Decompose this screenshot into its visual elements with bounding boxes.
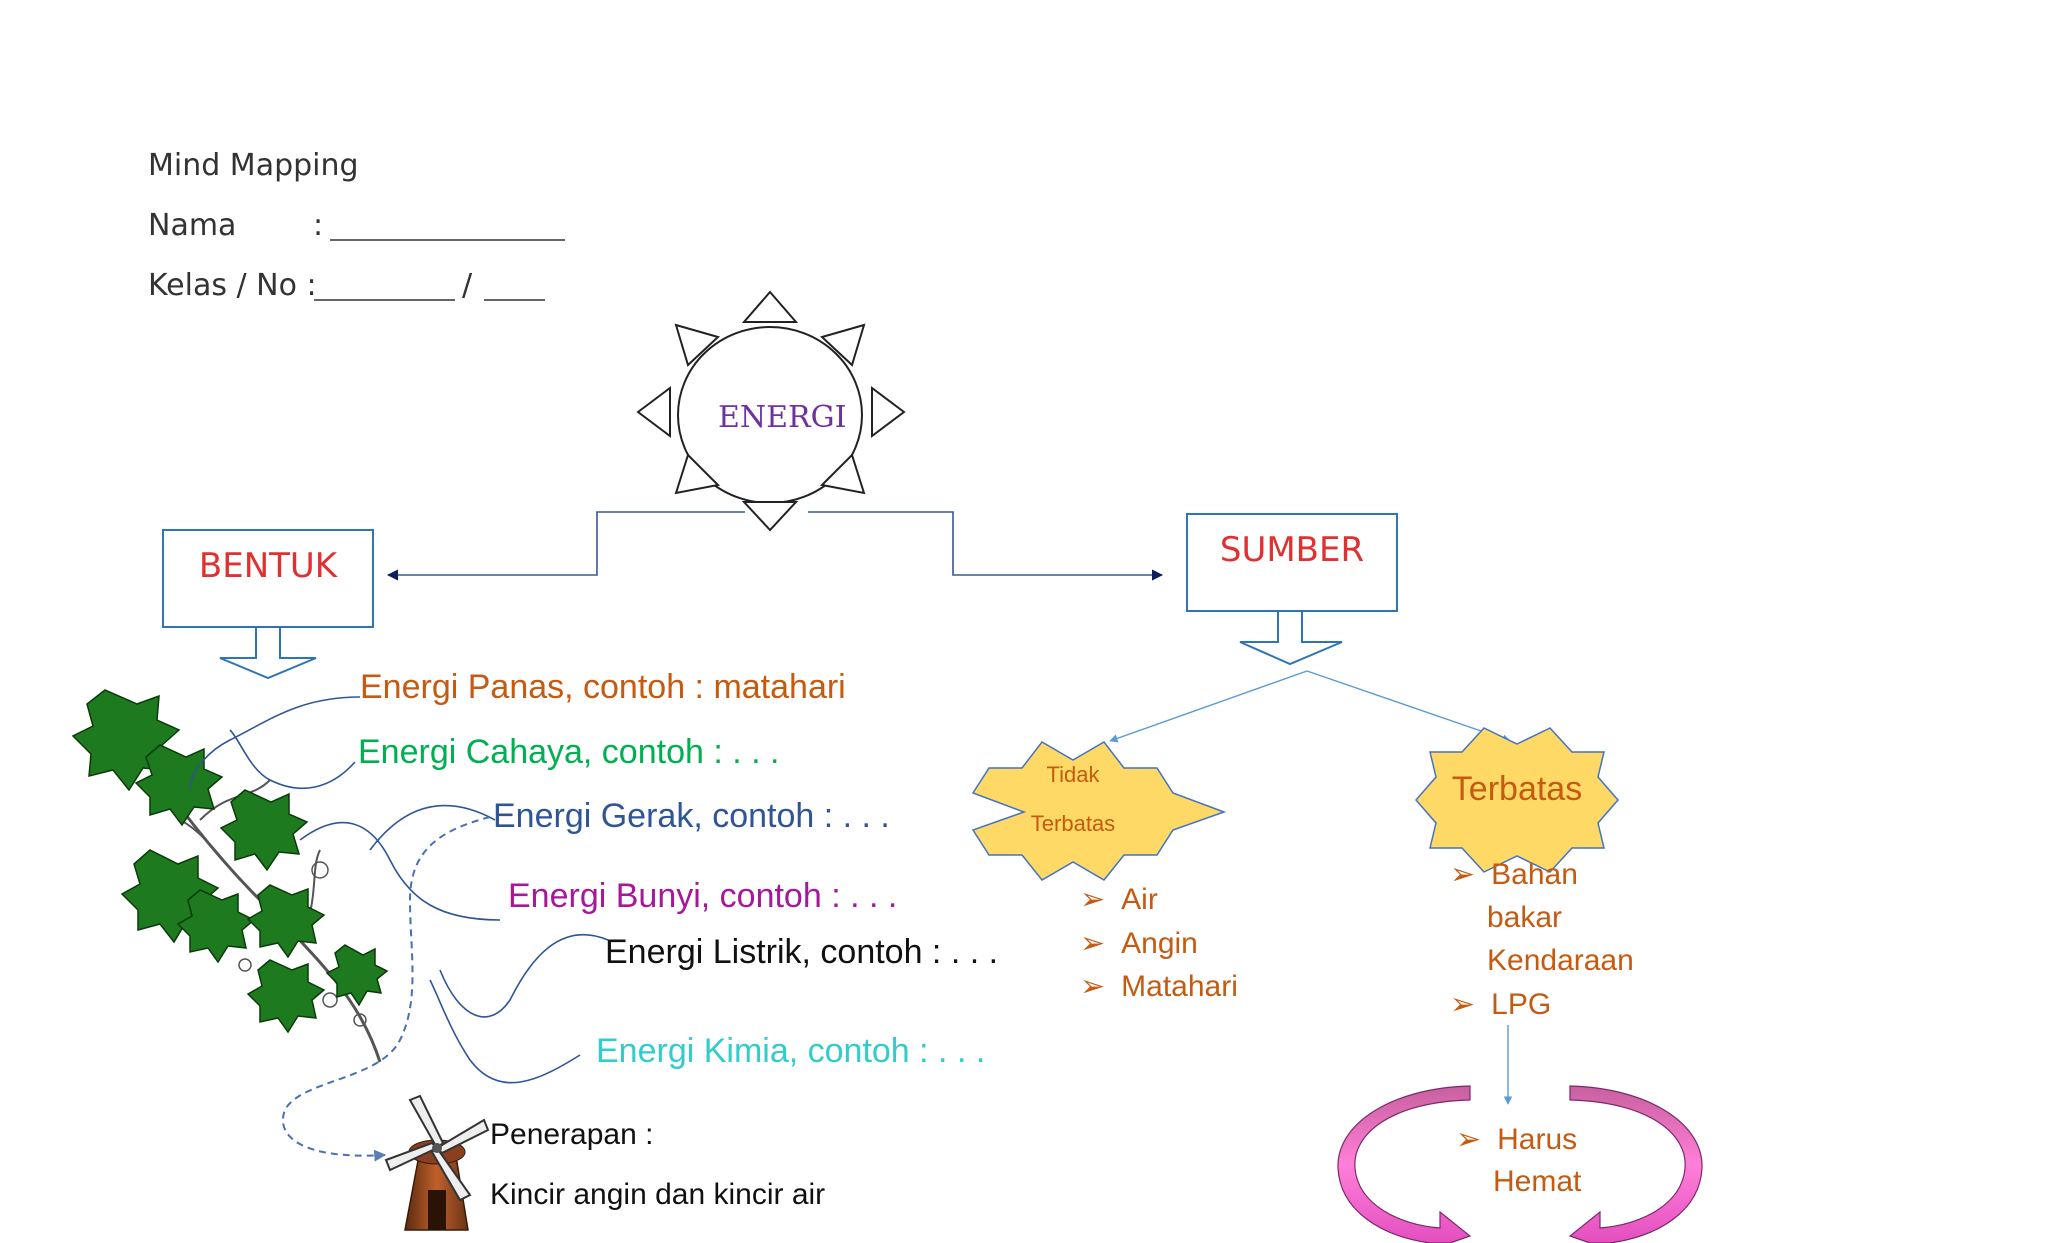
kelas-separator: / (462, 268, 473, 303)
bentuk-item-cahaya: Energi Cahaya, contoh : . . . (358, 733, 780, 771)
harus-label: Harus (1456, 1122, 1577, 1157)
tidak-terbatas-item-angin: Angin (1080, 926, 1198, 961)
kelas-label: Kelas / No : (148, 268, 317, 303)
windmill-icon (384, 1094, 490, 1231)
connector-to-sumber (808, 511, 1164, 581)
terbatas-label: Terbatas (1451, 770, 1583, 808)
bentuk-item-bunyi: Energi Bunyi, contoh : . . . (508, 877, 898, 915)
page-title: Mind Mapping (148, 148, 359, 183)
cycle-arrows (1337, 1085, 1703, 1243)
bentuk-down-arrow (219, 626, 317, 680)
hemat-label: Hemat (1493, 1165, 1582, 1198)
tidak-terbatas-line1: Tidak (1046, 762, 1100, 787)
star-terbatas (1415, 727, 1619, 873)
nama-separator: : (313, 208, 324, 243)
sumber-label: SUMBER (1219, 530, 1365, 570)
center-label: ENERGI (718, 400, 847, 435)
tidak-terbatas-item-air: Air (1080, 882, 1158, 917)
bentuk-item-listrik: Energi Listrik, contoh : . . . (605, 933, 999, 971)
terbatas-item-bahan: Bahan (1450, 857, 1578, 892)
vine-illustration (71, 689, 389, 1063)
sumber-down-arrow (1239, 610, 1343, 666)
terbatas-item-lpg: LPG (1450, 987, 1551, 1022)
bentuk-label: BENTUK (198, 546, 338, 586)
bentuk-item-kimia: Energi Kimia, contoh : . . . (596, 1032, 986, 1070)
bentuk-item-gerak: Energi Gerak, contoh : . . . (493, 797, 890, 835)
nama-label: Nama (148, 208, 237, 243)
penerapan-label: Penerapan : (490, 1118, 654, 1151)
split-arrow-right (1306, 670, 1511, 743)
sun-shape (636, 290, 906, 532)
bentuk-branch-lines (189, 696, 609, 1084)
split-arrow-left (1109, 670, 1308, 743)
terbatas-item-bakar: bakar (1487, 901, 1563, 934)
connector-to-bentuk (386, 511, 745, 581)
bentuk-item-panas: Energi Panas, contoh : matahari (360, 668, 846, 706)
terbatas-item-kendaraan: Kendaraan (1487, 944, 1634, 977)
tidak-terbatas-line2: Terbatas (1030, 811, 1116, 836)
star-tidak-terbatas (971, 741, 1227, 881)
tidak-terbatas-item-matahari: Matahari (1080, 969, 1238, 1004)
dashed-path-to-windmill (281, 816, 491, 1162)
penerapan-value: Kincir angin dan kincir air (490, 1178, 826, 1211)
